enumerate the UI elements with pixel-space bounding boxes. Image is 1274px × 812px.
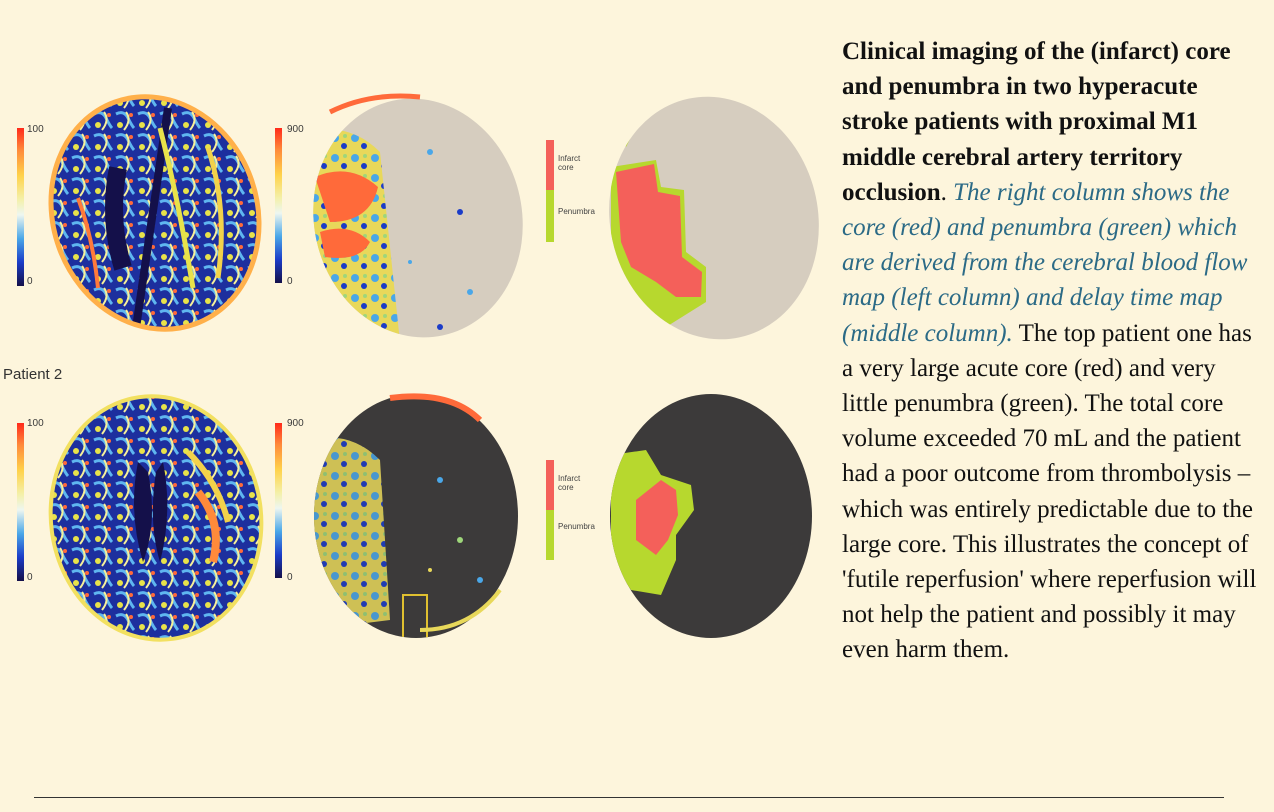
- delay-color-scale-row2: [275, 423, 282, 578]
- caption-bold-heading: Clinical imaging of the (infarct) core a…: [842, 38, 1231, 206]
- infarct-core-label-row2: Infarct core: [558, 474, 581, 492]
- caption-text: Clinical imaging of the (infarct) core a…: [842, 34, 1262, 668]
- cbf-map-row1: [48, 88, 266, 338]
- penumbra-label-row2: Penumbra: [558, 522, 595, 531]
- caption-italic-text: The right column shows the core (red) an…: [842, 178, 1248, 347]
- penumbra-label-row1: Penumbra: [558, 207, 595, 216]
- cbf-scale-min-row1: 0: [27, 276, 33, 287]
- core-penumbra-map-row1: [606, 92, 821, 344]
- cbf-scale-max-row2: 100: [27, 418, 44, 429]
- delay-scale-max-row1: 900: [287, 124, 304, 135]
- delay-scale-min-row2: 0: [287, 572, 293, 583]
- penumbra-legend-swatch-row2: [546, 510, 554, 560]
- cbf-scale-max-row1: 100: [27, 124, 44, 135]
- delay-scale-min-row1: 0: [287, 276, 293, 287]
- delay-scale-max-row2: 900: [287, 418, 304, 429]
- cbf-map-row2: [48, 392, 266, 642]
- delay-color-scale-row1: [275, 128, 282, 283]
- patient-2-label: Patient 2: [3, 366, 63, 383]
- delay-map-row2: [314, 393, 518, 638]
- bottom-rule: [34, 797, 1224, 798]
- delay-map-row1: [310, 92, 525, 344]
- infarct-core-legend-swatch-row1: [546, 140, 554, 190]
- cbf-color-scale-row2: [17, 423, 24, 581]
- caption-body-text: The top patient one has a very large acu…: [842, 319, 1257, 664]
- infarct-core-label-row1: Infarct core: [558, 154, 581, 172]
- cbf-scale-min-row2: 0: [27, 572, 33, 583]
- penumbra-legend-swatch-row1: [546, 190, 554, 242]
- caption-bold-period: .: [940, 178, 947, 206]
- infarct-core-legend-swatch-row2: [546, 460, 554, 510]
- cbf-color-scale-row1: [17, 128, 24, 286]
- perfusion-figure: 100 0 900 0: [3, 88, 821, 642]
- core-penumbra-map-row2: [610, 394, 812, 638]
